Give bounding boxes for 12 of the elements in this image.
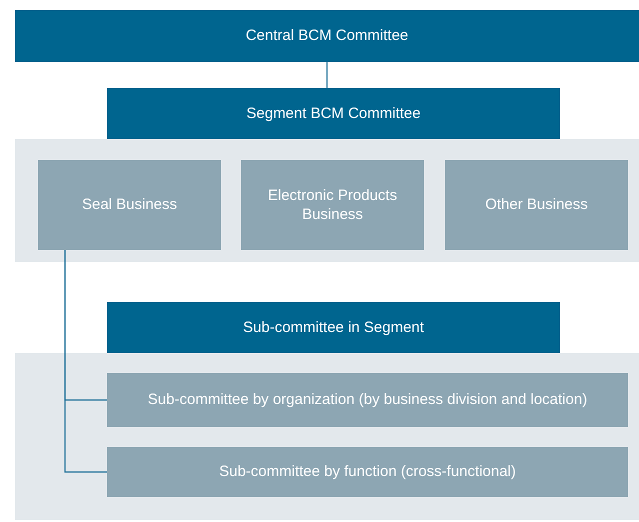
unit-box: Other Business [445,160,628,250]
committee-box: Sub-committee in Segment [107,302,560,353]
unit-box: Sub-committee by organization (by business division and location) [107,373,628,427]
background-panel [15,353,639,520]
committee-box: Central BCM Committee [15,10,639,62]
committee-box: Segment BCM Committee [107,88,560,139]
background-panel [15,139,639,262]
connector-line [326,62,328,88]
connector-line [64,250,107,473]
unit-box: Sub-committee by function (cross-functional) [107,447,628,497]
unit-box: Electronic Products Business [241,160,424,250]
unit-box: Seal Business [38,160,221,250]
